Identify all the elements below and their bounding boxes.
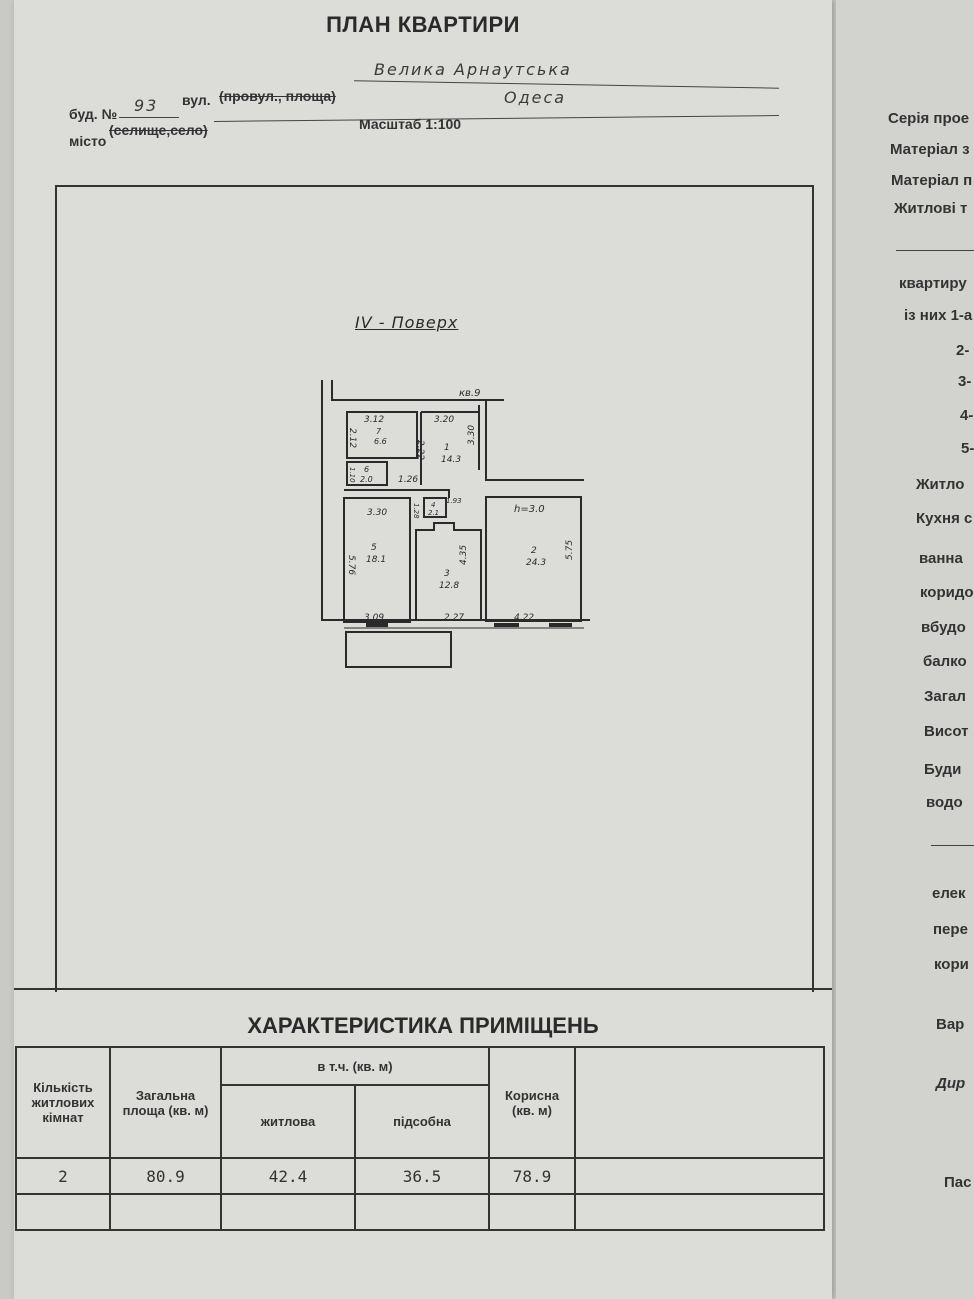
room-number: 6 bbox=[364, 465, 369, 474]
room-area: 12.8 bbox=[439, 581, 459, 591]
text-line: вбудо bbox=[921, 619, 966, 636]
city-value: Одеса bbox=[504, 88, 567, 107]
room-number: 1 bbox=[444, 443, 450, 453]
floor-plan-sheet: ПЛАН КВАРТИРИ буд. № 93 вул. (провул., п… bbox=[14, 0, 832, 1299]
room-area: 2.0 bbox=[360, 475, 373, 484]
document-title: ПЛАН КВАРТИРИ bbox=[326, 12, 520, 37]
room-2 bbox=[485, 496, 582, 622]
street-struck: (провул., площа) bbox=[219, 88, 336, 104]
room-6 bbox=[346, 461, 388, 486]
text-line: Серія прое bbox=[888, 110, 970, 127]
characteristics-table: Кількість житлових кімнат Загальна площа… bbox=[15, 1046, 825, 1231]
header-total: Загальна площа (кв. м) bbox=[109, 1046, 222, 1159]
value-auxiliary: 36.5 bbox=[354, 1157, 490, 1195]
header-including: в т.ч. (кв. м) bbox=[220, 1046, 490, 1086]
room-7 bbox=[346, 411, 418, 459]
dimension: 3.12 bbox=[364, 415, 384, 425]
text-line: Житлові т bbox=[894, 200, 968, 217]
room-4 bbox=[423, 497, 447, 518]
text-line: коридо bbox=[920, 584, 974, 601]
value-useful: 78.9 bbox=[488, 1157, 576, 1195]
text-line: балко bbox=[923, 653, 967, 670]
header-auxiliary: підсобна bbox=[354, 1084, 490, 1159]
room-number: 4 bbox=[431, 501, 435, 509]
value-total: 80.9 bbox=[109, 1157, 222, 1195]
header-living: житлова bbox=[220, 1084, 356, 1159]
room-area: 14.3 bbox=[441, 455, 461, 465]
floor-label: IV - Поверх bbox=[355, 313, 459, 332]
dimension: 2.27 bbox=[444, 613, 464, 623]
dimension: 1.93 bbox=[446, 497, 462, 505]
text-line: Пас bbox=[944, 1174, 972, 1191]
text-line: Дир bbox=[936, 1075, 966, 1092]
street-label: вул. bbox=[182, 92, 211, 108]
dimension: 3.20 bbox=[434, 415, 454, 425]
balcony bbox=[345, 631, 452, 668]
dimension: 3.30 bbox=[467, 425, 477, 445]
text-line: пере bbox=[933, 921, 968, 938]
text-line: Кухня с bbox=[916, 510, 973, 527]
room-number: 7 bbox=[376, 427, 382, 436]
text-line: Житло bbox=[916, 476, 965, 493]
dimension: 4.22 bbox=[514, 613, 534, 623]
walls bbox=[321, 380, 590, 668]
text-line: Вар bbox=[936, 1016, 965, 1033]
dimension: 2.22 bbox=[415, 440, 425, 460]
text-line: 3- bbox=[958, 373, 972, 390]
divider bbox=[14, 988, 832, 990]
dimension: 5.75 bbox=[565, 540, 575, 560]
floor-plan-drawing: 3.12 3.20 3.30 1.93 1.26 3.09 2.27 4.22 … bbox=[321, 380, 590, 668]
table-row bbox=[15, 1193, 825, 1231]
dimension: 5.76 bbox=[346, 555, 356, 575]
text-line: Висот bbox=[924, 723, 969, 740]
dimension: 1.10 bbox=[348, 467, 356, 483]
room-area: 6.6 bbox=[374, 437, 387, 446]
room-number: 5 bbox=[371, 543, 377, 553]
characteristics-title: ХАРАКТЕРИСТИКА ПРИМІЩЕНЬ bbox=[247, 1013, 599, 1038]
plan-frame bbox=[55, 185, 814, 992]
value-rooms: 2 bbox=[15, 1157, 111, 1195]
apartment-number: кв.9 bbox=[459, 388, 480, 399]
dimension: 1.28 bbox=[412, 503, 420, 519]
adjacent-page: Серія прое Матеріал з Матеріал п Житлові… bbox=[836, 0, 974, 1299]
room-area: 18.1 bbox=[366, 555, 386, 565]
building-label: буд. № bbox=[69, 106, 118, 122]
header-useful: Корисна (кв. м) bbox=[488, 1046, 576, 1159]
text-line: 2- bbox=[956, 342, 970, 359]
building-number: 93 bbox=[134, 96, 159, 115]
text-line: 5- bbox=[961, 440, 974, 457]
room-number: 3 bbox=[444, 569, 450, 579]
text-line: кори bbox=[934, 956, 969, 973]
text-line: Буди bbox=[924, 761, 962, 778]
text-line: 4- bbox=[960, 407, 974, 424]
text-line: елек bbox=[932, 885, 966, 902]
table-row: 2 80.9 42.4 36.5 78.9 bbox=[15, 1157, 825, 1195]
dimension: 3.30 bbox=[367, 508, 387, 518]
dimension: 2.12 bbox=[347, 428, 357, 448]
room-area: 2.1 bbox=[428, 509, 439, 517]
room-3 bbox=[415, 522, 482, 620]
value-living: 42.4 bbox=[220, 1157, 356, 1195]
text-line: Загал bbox=[924, 688, 966, 705]
room-area: 24.3 bbox=[526, 558, 546, 568]
text-line: Матеріал п bbox=[891, 172, 973, 189]
room-number: 2 bbox=[531, 546, 537, 556]
text-line: квартиру bbox=[899, 275, 967, 292]
text-line: із них 1-а bbox=[904, 307, 973, 324]
ceiling-height: h=3.0 bbox=[514, 504, 545, 515]
header-empty bbox=[574, 1046, 825, 1159]
dimension: 3.09 bbox=[364, 613, 384, 623]
city-label: місто bbox=[69, 133, 107, 149]
street-value: Велика Арнаутська bbox=[374, 60, 572, 79]
room-5 bbox=[343, 497, 411, 623]
text-line: ванна bbox=[919, 550, 963, 567]
city-struck: (селище,село) bbox=[109, 122, 208, 138]
scale-label: Масштаб 1:100 bbox=[359, 116, 462, 132]
text-line: водо bbox=[926, 794, 963, 811]
dimension: 1.26 bbox=[398, 475, 418, 485]
dimension: 4.35 bbox=[459, 545, 469, 565]
text-line: Матеріал з bbox=[890, 141, 970, 158]
header-rooms: Кількість житлових кімнат bbox=[15, 1046, 111, 1159]
